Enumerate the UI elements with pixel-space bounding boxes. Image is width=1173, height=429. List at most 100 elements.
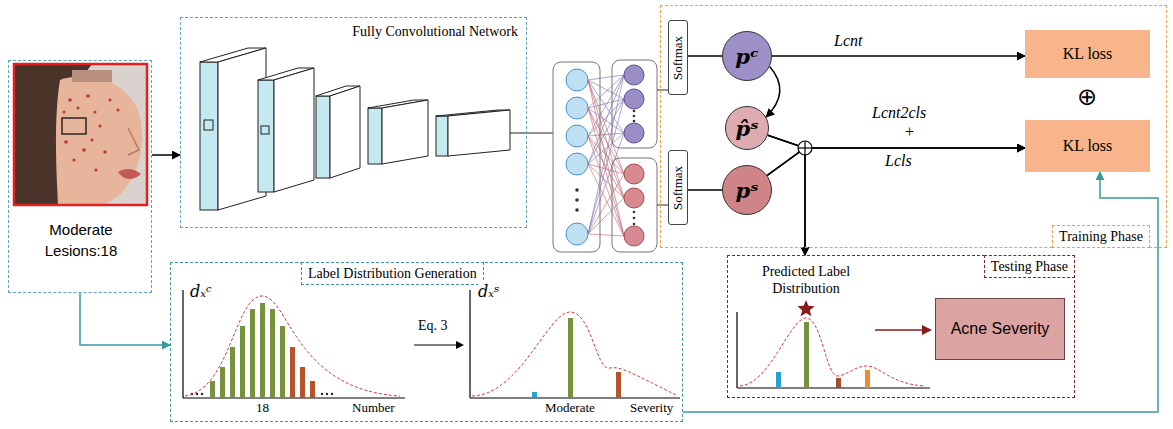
face-photo xyxy=(72,158,75,161)
distribution-circle: pˢ xyxy=(722,165,772,215)
sum-junction xyxy=(804,141,805,155)
neuron-connections xyxy=(588,164,624,198)
neuron-layers xyxy=(566,97,588,119)
neuron-layers xyxy=(633,211,636,214)
neuron-layers xyxy=(633,110,636,113)
neuron-layers xyxy=(612,158,657,252)
face-photo xyxy=(68,98,72,102)
eq-arrow xyxy=(414,341,464,349)
face-photo xyxy=(117,109,120,112)
cnn-layers xyxy=(204,120,213,130)
face-photo xyxy=(14,64,147,205)
face-photo xyxy=(94,168,97,171)
neuron-layers xyxy=(624,65,644,143)
count-distribution-chart xyxy=(183,290,405,398)
node-label: Moderate Lesions:18 xyxy=(31,219,131,261)
cnn-layers xyxy=(200,62,218,210)
count-distribution-chart xyxy=(326,393,328,395)
node-label: Acne Severity xyxy=(951,320,1050,338)
neuron-connections xyxy=(588,80,624,198)
neuron-connections xyxy=(588,75,624,236)
predicted-distribution-chart xyxy=(804,322,809,388)
neuron-connections xyxy=(588,108,624,174)
count-distribution-chart xyxy=(230,347,235,398)
sum-junction xyxy=(798,141,812,155)
count-distribution-chart xyxy=(191,393,333,395)
annotation: Moderate xyxy=(545,400,595,416)
count-distribution-chart xyxy=(260,303,265,398)
neuron-connections xyxy=(588,164,624,236)
annotation: Lcnt2cls xyxy=(872,104,926,122)
count-distribution-chart xyxy=(240,326,245,398)
face-photo xyxy=(72,70,112,82)
neuron-connections xyxy=(588,108,624,198)
neuron-connections xyxy=(588,133,624,136)
neuron-layers xyxy=(624,123,644,143)
neuron-layers xyxy=(633,217,636,220)
connector xyxy=(688,55,722,57)
neuron-connections xyxy=(588,108,624,236)
count-distribution-chart xyxy=(331,393,333,395)
face-photo xyxy=(82,148,86,152)
node-label: Softmax xyxy=(670,165,686,209)
cnn-layers xyxy=(436,116,448,156)
node-label: pˢ xyxy=(736,178,759,203)
neuron-layers xyxy=(633,120,636,123)
edge-label: Lcnt xyxy=(832,32,864,50)
severity-distribution-chart xyxy=(616,372,621,398)
node-label: Softmax xyxy=(670,35,686,79)
neuron-layers xyxy=(566,125,588,147)
neuron-layers xyxy=(624,164,644,246)
severity-distribution-chart xyxy=(470,290,680,398)
count-distribution-chart xyxy=(220,367,225,398)
input-panel: Moderate Lesions:18 xyxy=(8,60,152,293)
neuron-layers xyxy=(624,164,644,184)
neuron-connections xyxy=(588,198,624,234)
face-photo xyxy=(14,64,147,205)
connector xyxy=(766,67,780,117)
predicted-distribution-chart xyxy=(737,300,932,388)
face-photo xyxy=(98,124,101,127)
count-distribution-chart xyxy=(210,381,215,398)
connector xyxy=(688,189,722,191)
label-generation-region: Label Distribution Generation xyxy=(170,262,683,422)
loss-box: KL loss xyxy=(1025,30,1150,78)
neuron-layers xyxy=(633,223,636,226)
neuron-layers xyxy=(575,198,579,202)
neuron-connections xyxy=(588,174,624,234)
face-photo xyxy=(63,111,66,114)
node-label: Testing Phase xyxy=(984,255,1075,278)
node-label: Training Phase xyxy=(1052,225,1150,248)
distribution-circle: pᶜ xyxy=(722,31,772,81)
predicted-distribution-chart xyxy=(797,300,814,316)
annotation: ⊕ xyxy=(1077,83,1097,111)
predicted-distribution-chart xyxy=(776,372,781,388)
face-photo xyxy=(63,94,120,171)
neuron-connections xyxy=(588,75,624,234)
distribution-circle: p̂ˢ xyxy=(725,106,769,150)
annotation: Severity xyxy=(630,400,673,416)
severity-distribution-chart xyxy=(532,392,537,398)
neuron-layers xyxy=(566,69,588,245)
face-photo xyxy=(64,140,68,144)
predicted-distribution-chart xyxy=(740,318,925,386)
neuron-layers xyxy=(624,65,644,85)
face-photo xyxy=(109,99,112,102)
count-distribution-chart xyxy=(201,393,203,395)
softmax-box: Softmax xyxy=(668,150,688,225)
severity-distribution-chart xyxy=(568,318,573,398)
loss-box: KL loss xyxy=(1025,120,1150,172)
neuron-layers xyxy=(575,208,579,212)
predicted-distribution-chart xyxy=(875,329,923,331)
cnn-layers xyxy=(258,80,274,192)
neuron-layers xyxy=(566,223,588,245)
count-distribution-chart xyxy=(290,347,315,398)
connector xyxy=(80,293,170,345)
neuron-layers xyxy=(566,153,588,175)
predicted-distribution-chart xyxy=(736,312,737,388)
face-photo xyxy=(103,150,106,153)
neuron-layers xyxy=(633,110,636,123)
